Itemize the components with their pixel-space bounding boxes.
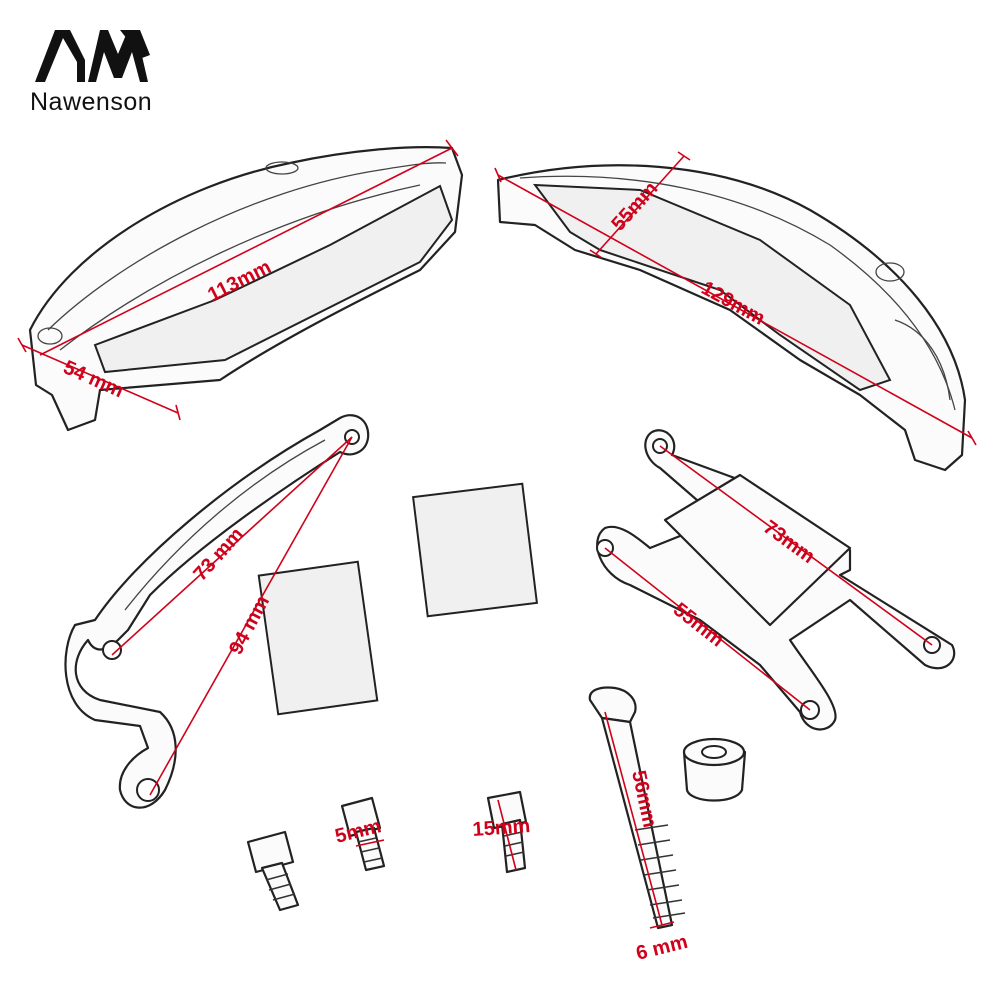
small-bolt-3 <box>486 790 528 874</box>
long-bolt <box>588 686 686 930</box>
small-bolt-2 <box>340 796 386 872</box>
right-cover <box>496 164 967 472</box>
brand-logo <box>35 30 150 82</box>
dim-label-long-bolt-diameter: 6 mm <box>634 931 690 965</box>
brand-name: Nawenson <box>30 88 153 116</box>
foam-pad-left <box>257 560 379 716</box>
dimension-lines <box>17 139 977 929</box>
small-bolt-1 <box>246 830 300 912</box>
spacer <box>682 737 747 802</box>
left-cover <box>28 146 464 432</box>
foam-pad-center <box>411 482 539 618</box>
right-bracket <box>596 429 956 731</box>
dim-label-small-bolt-b: 15mm <box>472 815 531 841</box>
